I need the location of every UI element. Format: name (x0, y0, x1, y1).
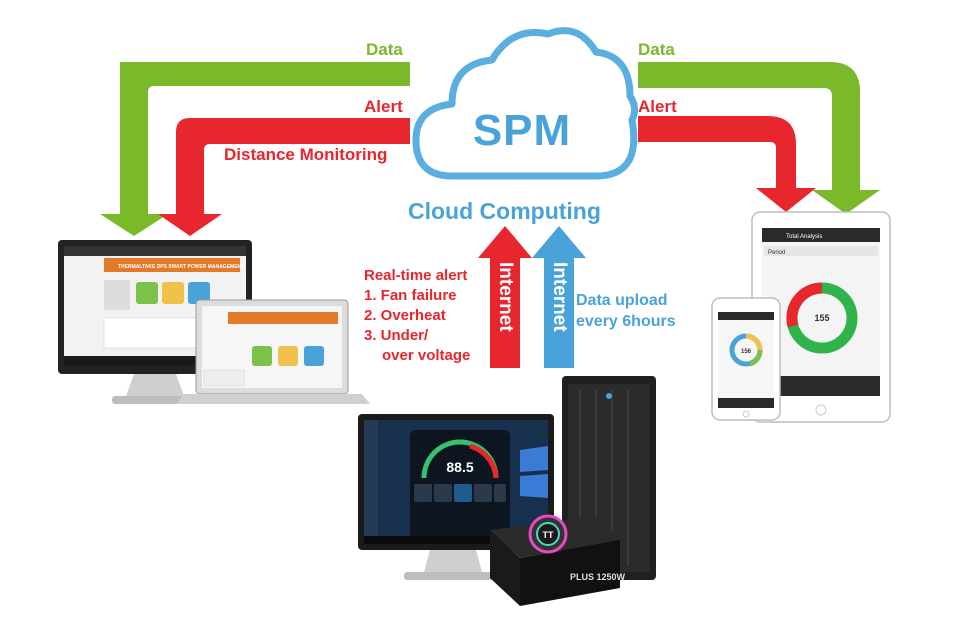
alert-title: Real-time alert (364, 267, 468, 284)
internet-down-label: Internet (549, 262, 570, 332)
right-alert-arrow (638, 116, 816, 212)
left-alert-label: Alert (364, 97, 403, 116)
alert-item: 3. Under/ (364, 327, 429, 344)
right-data-arrow (638, 62, 880, 214)
cloud-icon (412, 27, 639, 180)
alert-item: 1. Fan failure (364, 287, 457, 304)
internet-up-arrow (478, 226, 532, 368)
spm-logo-text: SPM (472, 106, 572, 155)
alert-item: 2. Overheat (364, 307, 446, 324)
internet-up-label: Internet (495, 262, 516, 332)
right-alert-label: Alert (638, 97, 677, 116)
internet-down-arrow (532, 226, 586, 368)
alert-item: over voltage (382, 347, 471, 364)
upload-line-1: Data upload (576, 292, 668, 309)
left-alert-arrow (158, 118, 410, 236)
data-upload-note: Data upload every 6hours (576, 290, 676, 332)
left-data-arrow (100, 62, 410, 236)
right-data-label: Data (638, 40, 675, 59)
left-data-label: Data (366, 40, 403, 59)
realtime-alert-list: Real-time alert 1. Fan failure 2. Overhe… (364, 266, 470, 366)
upload-line-2: every 6hours (576, 313, 676, 330)
distance-monitoring-label: Distance Monitoring (224, 145, 388, 164)
cloud-computing-label: Cloud Computing (408, 198, 601, 224)
